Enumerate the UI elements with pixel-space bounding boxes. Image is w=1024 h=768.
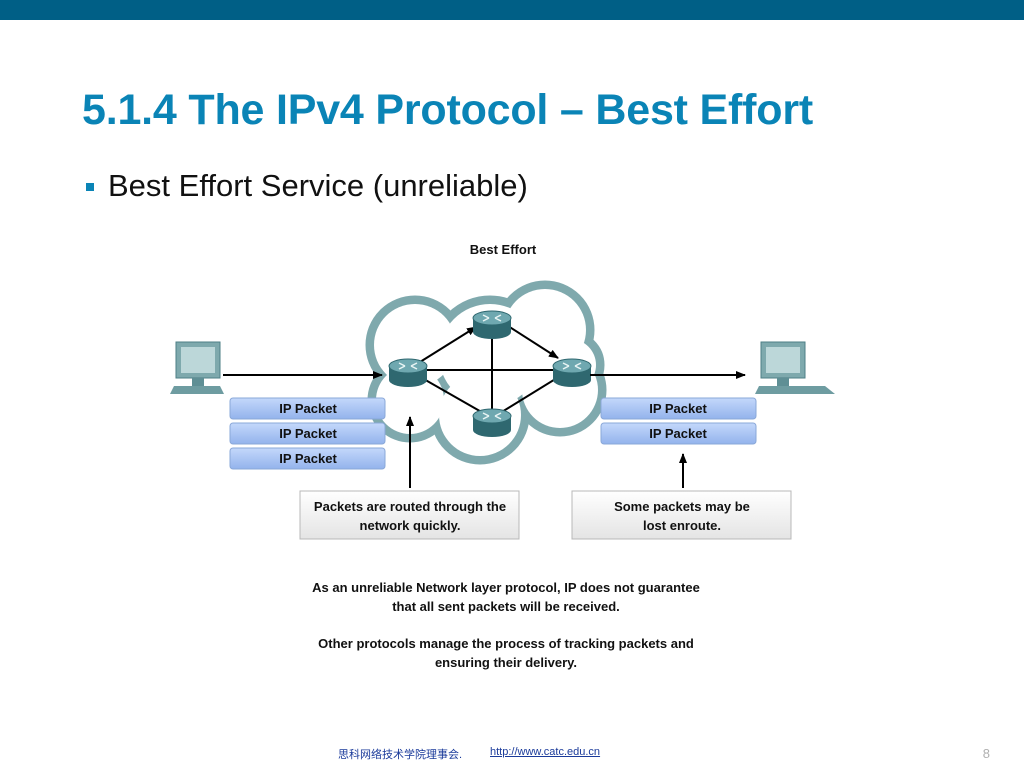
note-line: that all sent packets will be received.	[392, 599, 620, 614]
packet: IP Packet	[600, 422, 757, 445]
packet-label: IP Packet	[279, 426, 337, 441]
router-icon	[388, 358, 428, 387]
note-line: As an unreliable Network layer protocol,…	[312, 580, 700, 595]
footer-link[interactable]: http://www.catc.edu.cn	[490, 746, 601, 758]
callout-box: Some packets may be lost enroute.	[571, 490, 792, 540]
packet-label: IP Packet	[279, 451, 337, 466]
note-line: Other protocols manage the process of tr…	[318, 636, 694, 651]
computer-icon	[170, 341, 224, 394]
packet-label: IP Packet	[649, 426, 707, 441]
bullet-square-icon	[86, 183, 94, 191]
packet: IP Packet	[229, 447, 386, 470]
bullet-text: Best Effort Service (unreliable)	[108, 168, 528, 203]
callout-line: Packets are routed through the	[314, 499, 506, 514]
callout-line: lost enroute.	[643, 518, 721, 533]
packet: IP Packet	[229, 422, 386, 445]
best-effort-diagram: Best Effort	[170, 242, 835, 670]
callout-box: Packets are routed through the network q…	[299, 490, 520, 540]
footer-org: 思科网络技术学院理事会.	[338, 749, 463, 761]
header-bar	[0, 0, 1024, 20]
router-icon	[472, 310, 512, 339]
computer-icon	[755, 341, 835, 394]
page-number: 8	[982, 746, 990, 761]
bullet-item: Best Effort Service (unreliable)	[86, 168, 528, 204]
callout-line: Some packets may be	[614, 499, 750, 514]
note-line: ensuring their delivery.	[435, 655, 577, 670]
diagram-title: Best Effort	[470, 242, 537, 257]
packet-label: IP Packet	[279, 401, 337, 416]
network-cloud	[365, 280, 607, 465]
router-icon	[552, 358, 592, 387]
packet: IP Packet	[229, 397, 386, 420]
slide-title: 5.1.4 The IPv4 Protocol – Best Effort	[82, 86, 813, 134]
router-icon	[472, 408, 512, 437]
packet-label: IP Packet	[649, 401, 707, 416]
packet: IP Packet	[600, 397, 757, 420]
callout-line: network quickly.	[360, 518, 461, 533]
